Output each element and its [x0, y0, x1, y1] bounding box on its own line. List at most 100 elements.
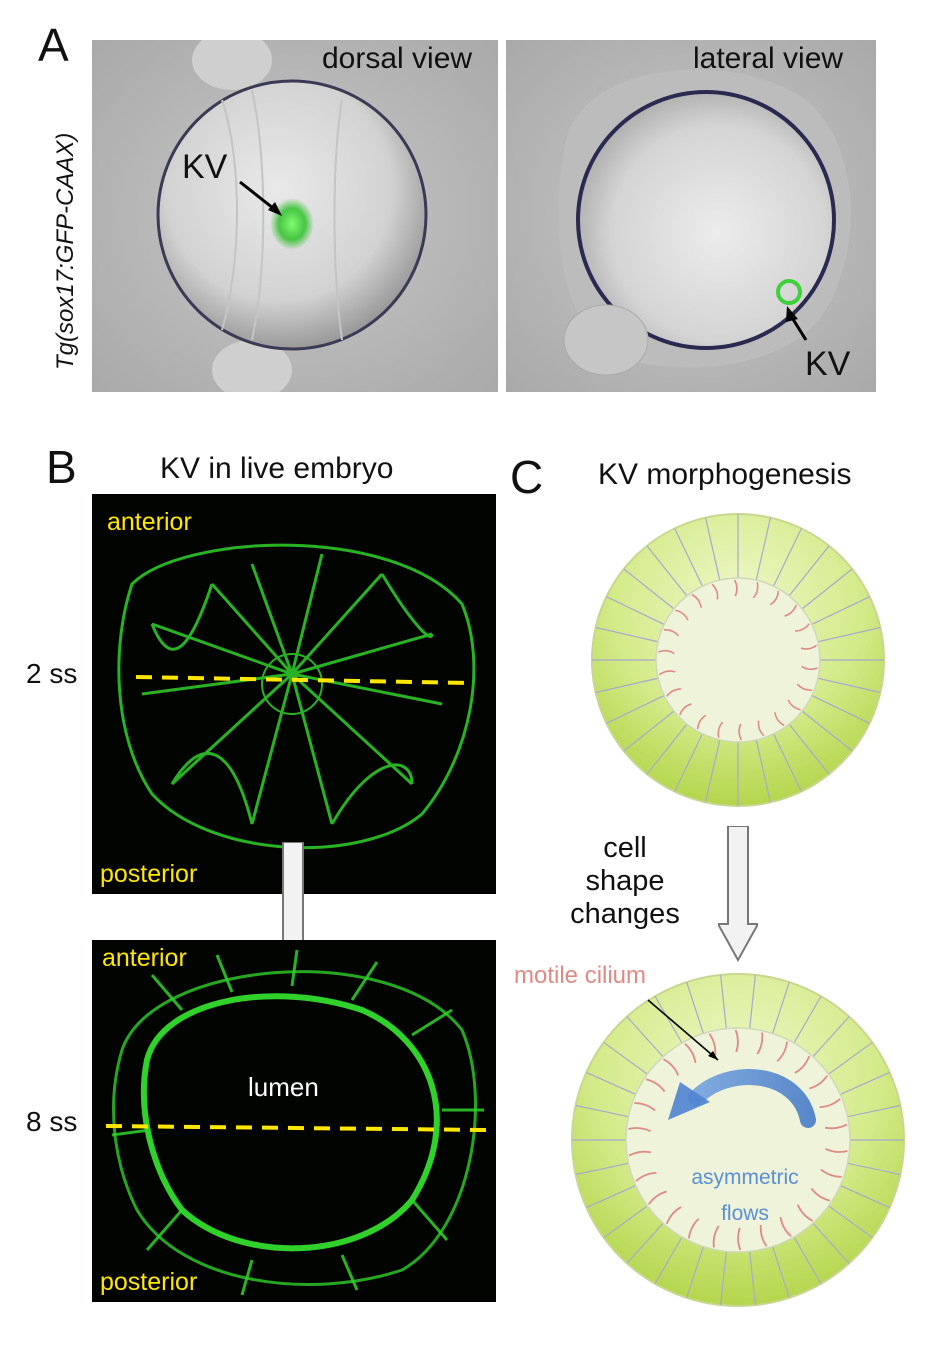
- cell-boundary: [704, 517, 721, 581]
- cell-boundary: [773, 733, 802, 792]
- cell-boundary: [623, 710, 675, 752]
- cilium: [635, 1172, 657, 1182]
- cell-boundary: [801, 568, 853, 610]
- cell-boundary: [772, 1246, 790, 1299]
- cell-boundary: [626, 1016, 664, 1058]
- cilium: [688, 1218, 700, 1239]
- cilium: [820, 1168, 842, 1178]
- cilium: [665, 1206, 682, 1225]
- cilium: [712, 1225, 720, 1248]
- kv-8ss-image: anterior lumen posterior: [92, 940, 496, 1302]
- kv-8ss-posterior-label: posterior: [100, 1268, 198, 1296]
- cell-boundary: [847, 1104, 901, 1118]
- cilium: [824, 1123, 848, 1130]
- transition-line-3: changes: [570, 898, 680, 930]
- cell-boundary: [654, 1236, 683, 1285]
- cell-boundary: [654, 995, 683, 1044]
- genotype-label: Tg(sox17:GFP-CAAX): [52, 132, 79, 370]
- cell-boundary: [674, 733, 703, 792]
- panel-c-letter: C: [510, 451, 544, 503]
- cell-boundary: [686, 1246, 704, 1299]
- kv-2ss-posterior-label: posterior: [100, 860, 198, 888]
- cilium: [801, 665, 818, 671]
- cell-boundary: [749, 974, 756, 1029]
- cilium: [779, 1216, 792, 1237]
- cilium: [774, 712, 785, 727]
- cilium: [757, 720, 765, 737]
- cell-boundary: [828, 1205, 873, 1239]
- cell-boundary: [817, 626, 881, 643]
- transition-line-2: shape: [585, 865, 665, 897]
- kv-2ss-cells: [117, 543, 476, 850]
- cilium: [752, 582, 759, 599]
- cilium: [634, 1102, 656, 1112]
- cell-boundary: [788, 723, 830, 775]
- cell-boundary: [812, 1016, 850, 1058]
- cell-boundary: [755, 517, 772, 581]
- cell-boundary: [812, 1222, 850, 1264]
- cilium: [809, 1075, 828, 1090]
- cilium: [810, 1187, 831, 1202]
- lateral-embryo-drawing: [558, 69, 851, 376]
- cell-boundary: [817, 677, 881, 694]
- cell-boundary: [586, 1185, 636, 1209]
- cilium: [675, 609, 689, 621]
- cilium: [662, 1058, 680, 1076]
- cell-boundary: [686, 981, 704, 1034]
- cilium: [787, 699, 801, 711]
- cell-boundary: [773, 528, 802, 587]
- cilium: [784, 604, 797, 617]
- motile-cilium-label: motile cilium: [514, 962, 647, 989]
- cilium: [645, 1078, 666, 1093]
- asymmetric-flows-label: asymmetric flows: [680, 1160, 810, 1232]
- cilium: [819, 1098, 841, 1108]
- panel-c-title: KV morphogenesis: [598, 458, 852, 491]
- lumen-label: lumen: [248, 1072, 319, 1102]
- cilium: [734, 1029, 739, 1053]
- cilium: [666, 688, 682, 697]
- panel-b-letter: B: [46, 441, 77, 493]
- cell-boundary: [603, 1205, 648, 1239]
- cell-boundary: [801, 710, 853, 752]
- kv-2ss-anterior-label: anterior: [107, 508, 192, 536]
- cilium: [769, 590, 780, 606]
- cell-boundary: [704, 739, 721, 803]
- cilium: [717, 721, 724, 738]
- cell-boundary: [586, 1071, 636, 1095]
- cell-boundary: [793, 1236, 822, 1285]
- cilium: [794, 623, 810, 632]
- cilium: [684, 1043, 697, 1064]
- cilium: [628, 1150, 652, 1157]
- cell-boundary: [595, 677, 659, 694]
- cell-boundary: [840, 1071, 890, 1095]
- cell-boundary: [793, 995, 822, 1044]
- cell-boundary: [606, 695, 665, 724]
- cell-boundary: [646, 545, 688, 597]
- cilium: [796, 1204, 814, 1222]
- lateral-view-image: [506, 40, 876, 392]
- cilium: [658, 670, 676, 676]
- dorsal-view-image: [92, 40, 498, 392]
- cilium: [648, 1190, 667, 1205]
- cell-boundary: [626, 1222, 664, 1264]
- stage-2ss-label: 2 ss: [26, 658, 78, 689]
- cilium: [679, 703, 692, 716]
- cell-boundary: [828, 1041, 873, 1075]
- cilium: [733, 579, 738, 597]
- cell-boundary: [749, 1251, 756, 1306]
- cell-boundary: [755, 739, 772, 803]
- transition-line-1: cell: [603, 832, 647, 864]
- kv-8ss-anterior-label: anterior: [102, 944, 187, 972]
- cell-boundary: [840, 1185, 890, 1209]
- cilium: [711, 583, 719, 600]
- panel-b-title: KV in live embryo: [160, 452, 394, 485]
- cilium: [794, 1055, 811, 1074]
- cilium: [658, 649, 675, 655]
- kv-schematic-before: [591, 513, 885, 807]
- cilium: [663, 629, 680, 637]
- dorsal-embryo-drawing: [156, 40, 428, 392]
- cilium: [691, 593, 702, 608]
- cell-boundary: [811, 596, 870, 625]
- cell-boundary: [811, 695, 870, 724]
- cell-boundary: [646, 723, 688, 775]
